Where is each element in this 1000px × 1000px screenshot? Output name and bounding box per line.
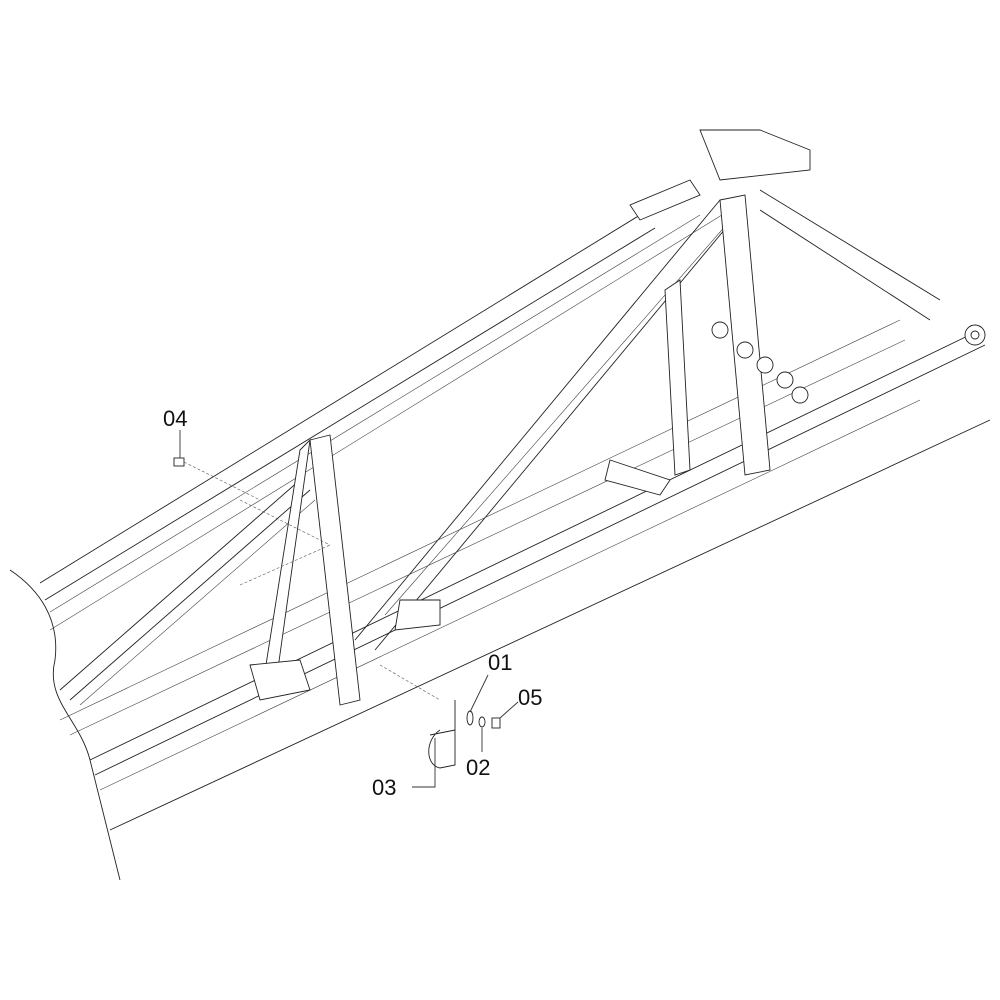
nut-05 [491, 717, 501, 729]
u-bolt-03 [379, 664, 456, 769]
washer-01 [466, 710, 474, 726]
callout-01: 01 [488, 650, 512, 675]
washer-02 [478, 716, 486, 728]
bolt-04 [173, 457, 261, 501]
break-line [9, 569, 121, 881]
callout-05: 05 [518, 685, 542, 710]
upper-boom-beam [39, 189, 941, 631]
callout-02: 02 [466, 755, 490, 780]
callout-03: 03 [372, 775, 396, 800]
frame-post-right [664, 194, 771, 476]
lower-boom-beam [59, 319, 991, 831]
diagonal-braces [59, 199, 746, 706]
callout-04: 04 [163, 406, 187, 431]
brackets [249, 129, 986, 701]
